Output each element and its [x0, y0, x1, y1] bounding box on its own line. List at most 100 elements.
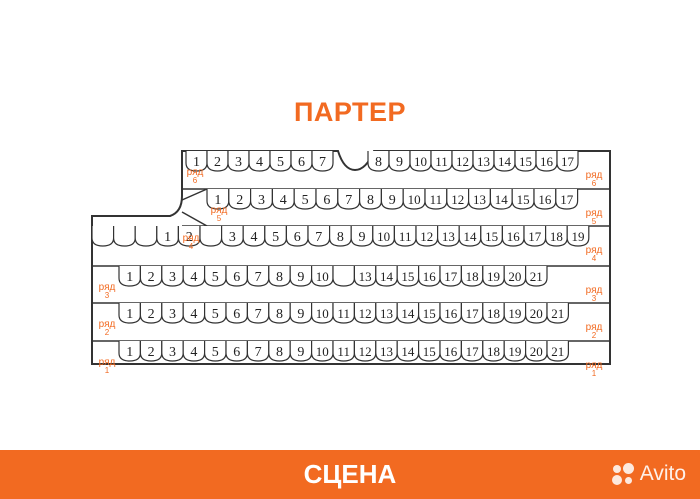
seat [380, 189, 404, 210]
seat-number: 2 [186, 230, 193, 245]
seat [523, 226, 547, 247]
seat [225, 341, 248, 362]
row-label-right: ряд [586, 322, 603, 333]
seat-number: 14 [401, 344, 415, 359]
seat-number: 3 [169, 270, 176, 285]
seat-number: 5 [302, 193, 309, 208]
seat-number: 15 [517, 192, 530, 207]
row-number-right: 5 [592, 217, 597, 226]
seat-number: 7 [255, 270, 262, 285]
seat-number: 19 [572, 229, 585, 244]
seat [311, 151, 334, 172]
seat [182, 303, 206, 324]
seat [418, 341, 441, 362]
seat [113, 226, 136, 247]
seat [289, 341, 313, 362]
seat-number: 21 [530, 269, 543, 284]
seat [161, 303, 184, 324]
seat-number: 8 [337, 230, 344, 245]
row-number-right: 1 [592, 369, 597, 378]
seat-number: 12 [456, 154, 469, 169]
seat [546, 341, 569, 362]
seat [206, 151, 229, 172]
seat [503, 266, 527, 287]
seat [439, 303, 462, 324]
seat-number: 1 [164, 230, 171, 245]
seat-number: 7 [315, 230, 322, 245]
row-label-right: ряд [586, 170, 603, 181]
seat-number: 2 [148, 345, 155, 360]
seat [556, 151, 579, 172]
seat [139, 266, 163, 287]
seat-number: 13 [473, 192, 486, 207]
seat-number: 9 [359, 230, 366, 245]
seat-number: 1 [193, 155, 200, 170]
seat [199, 226, 223, 247]
seat [375, 266, 398, 287]
seat-number: 3 [235, 155, 242, 170]
seat [228, 189, 252, 210]
seat [472, 151, 495, 172]
seat [480, 226, 503, 247]
seat-number: 1 [126, 307, 133, 322]
row-label-left: ряд [211, 205, 228, 216]
seat-number: 13 [359, 269, 372, 284]
seat-number: 17 [466, 344, 480, 359]
seat [250, 189, 273, 210]
seat [525, 266, 548, 287]
seat [424, 189, 448, 210]
seat-number: 10 [316, 269, 329, 284]
seat [353, 303, 377, 324]
watermark-text: Avito [639, 462, 686, 485]
aisle-line [181, 211, 208, 227]
row-number-right: 3 [592, 294, 597, 303]
seat [293, 189, 317, 210]
seat [182, 341, 206, 362]
seat [503, 341, 527, 362]
seat [246, 266, 270, 287]
seat [359, 189, 382, 210]
seat-number: 9 [297, 345, 304, 360]
seat-number: 20 [530, 306, 543, 321]
seat [268, 341, 291, 362]
seat [307, 226, 331, 247]
seat-number: 11 [435, 154, 448, 169]
seat [204, 341, 227, 362]
seat-number: 6 [294, 230, 301, 245]
seat [289, 303, 313, 324]
seat [290, 151, 313, 172]
seat [489, 189, 513, 210]
seat [415, 226, 439, 247]
seat-number: 17 [528, 229, 542, 244]
seat-number: 9 [297, 307, 304, 322]
seat-number: 5 [277, 155, 284, 170]
seat-number: 12 [451, 192, 464, 207]
seat [439, 341, 462, 362]
seat [367, 151, 390, 172]
seat [185, 151, 208, 172]
seat [451, 151, 474, 172]
seat [246, 303, 270, 324]
row-label-right: ряд [586, 285, 603, 296]
row-label-left: ряд [99, 319, 116, 330]
seat-number: 6 [233, 270, 240, 285]
seat-number: 2 [214, 155, 221, 170]
seat [332, 341, 355, 362]
seat-number: 18 [487, 344, 500, 359]
seat [206, 189, 230, 210]
seat-number: 18 [466, 269, 479, 284]
seat [285, 226, 309, 247]
seat-number: 6 [298, 155, 305, 170]
row-number-left: 5 [217, 214, 222, 223]
seat [118, 341, 141, 362]
seat [156, 226, 179, 247]
seat [535, 151, 558, 172]
seat [393, 226, 417, 247]
seat [248, 151, 271, 172]
seat [555, 189, 579, 210]
hall-outline [91, 150, 611, 365]
seat-number: 4 [190, 307, 197, 322]
seat-number: 13 [442, 229, 455, 244]
seat [396, 341, 420, 362]
